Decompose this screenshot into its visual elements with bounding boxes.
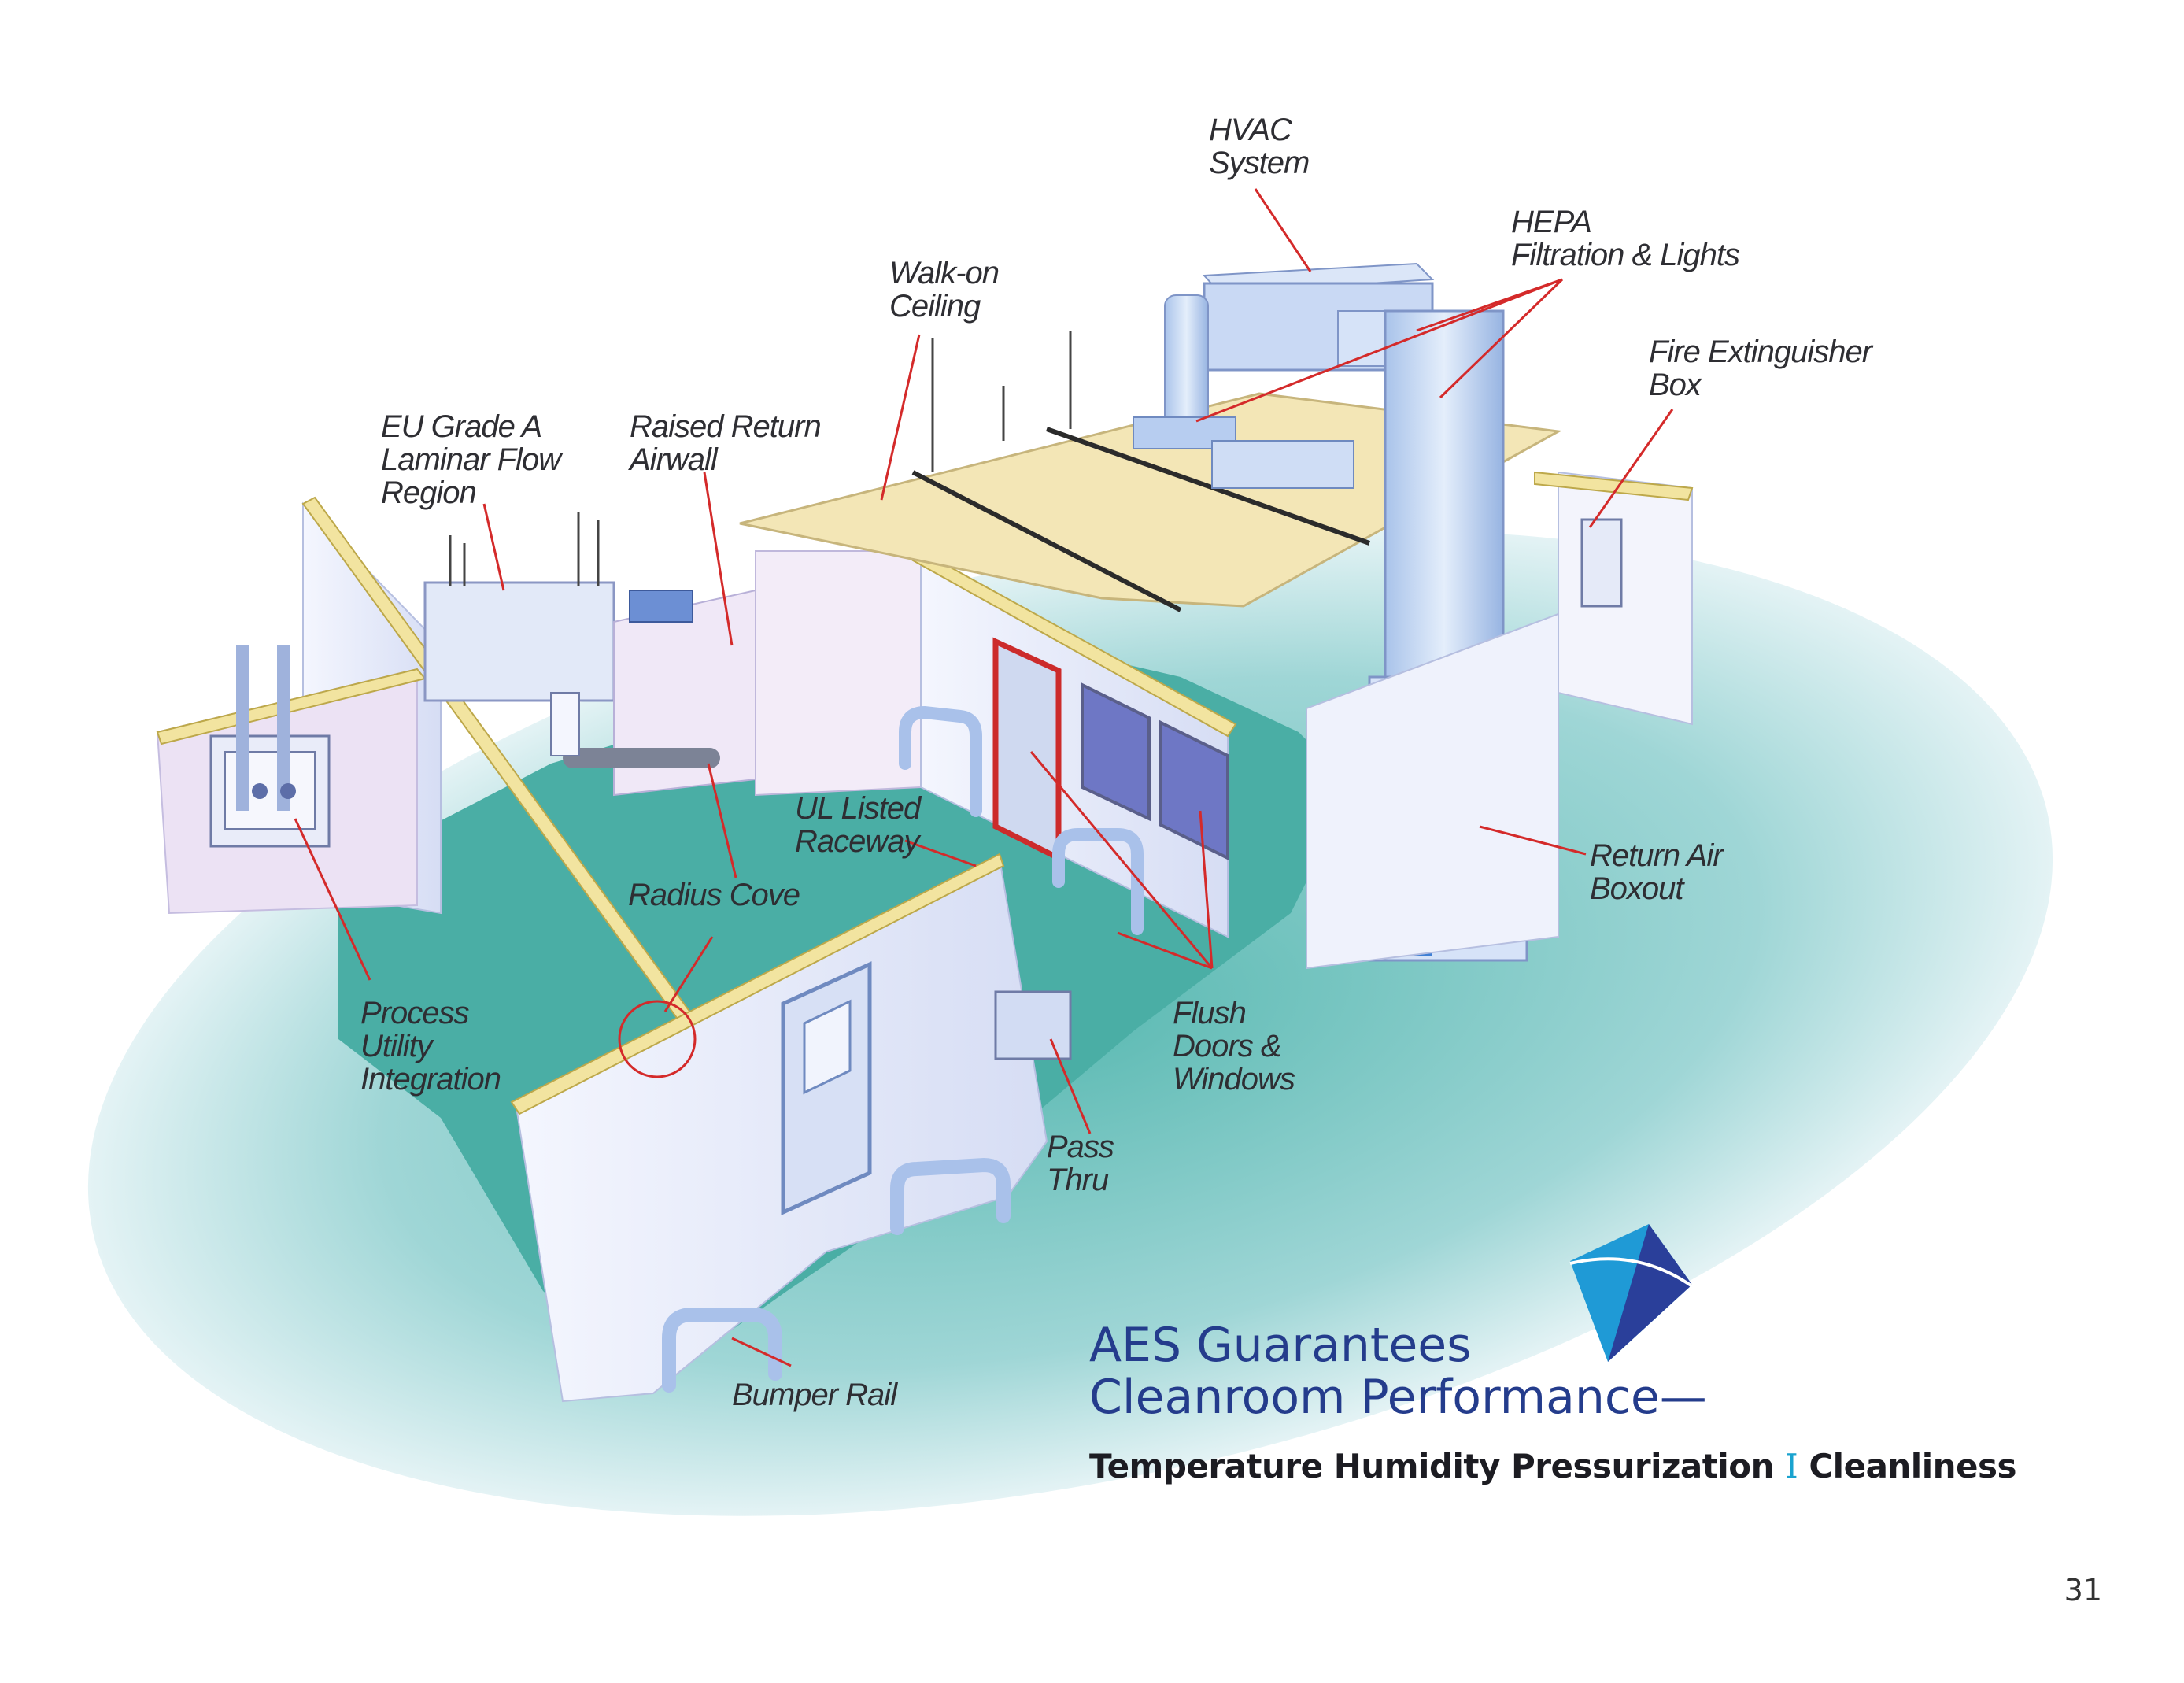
metric-separator: I [1785, 1447, 1798, 1485]
back-wall [755, 550, 922, 797]
flush-window-2 [1159, 719, 1229, 861]
front-door [781, 961, 872, 1215]
wall-top-cap-right [1534, 471, 1694, 501]
callout-line: Flush [1173, 996, 1246, 1030]
hepa-filter-box [1211, 440, 1354, 489]
flush-window-1 [1081, 682, 1151, 822]
metric-humidity: Humidity [1333, 1447, 1501, 1485]
callout-line: Windows [1173, 1062, 1295, 1097]
utility-valve-2 [280, 783, 296, 799]
right-room-wall [1558, 471, 1693, 726]
callout-line: Bumper Rail [732, 1378, 898, 1412]
ceiling-joint-1 [911, 470, 1182, 612]
callout-line: Ceiling [889, 289, 981, 324]
front-door-window [803, 999, 852, 1095]
callout-line: Fire Extinguisher [1649, 335, 1874, 369]
wall-switch-panel [550, 692, 580, 756]
bumper-rail-back [899, 705, 982, 817]
bumper-rail-right [1052, 828, 1144, 935]
callout-line: Filtration & Lights [1511, 238, 1740, 272]
callout-line: Raceway [795, 824, 922, 859]
leader-lines [294, 188, 1674, 1367]
callout-line: Boxout [1590, 871, 1685, 906]
page-number: 31 [2064, 1573, 2102, 1607]
callout-line: Doors & [1173, 1029, 1281, 1063]
radius-cove-marker [618, 1000, 697, 1078]
callout-line: Integration [360, 1062, 501, 1097]
callout-line: Thru [1047, 1163, 1109, 1197]
headline-line-1: AES Guarantees [1089, 1318, 1472, 1373]
bumper-rail-front [662, 1308, 782, 1393]
return-air-duct [1384, 309, 1505, 690]
callout-line: Laminar Flow [381, 442, 564, 477]
hvac-flex-duct [1164, 294, 1209, 430]
callout-line: Pass [1047, 1130, 1114, 1164]
bumper-rail-mid [890, 1157, 1011, 1235]
callout-line: HEPA [1511, 205, 1591, 239]
callout-line: Walk-on [889, 256, 999, 290]
callout-line: HVAC [1209, 113, 1293, 147]
callout-line: Utility [360, 1029, 435, 1063]
callout-line: Raised Return [630, 409, 821, 444]
callout-radius-cove: Radius Cove [628, 878, 800, 912]
utility-valve-1 [252, 783, 268, 799]
airwall-grille [629, 590, 693, 623]
metric-temperature: Temperature [1089, 1447, 1323, 1485]
headline: AES Guarantees Cleanroom Performance— [1089, 1319, 1707, 1423]
callout-line: Airwall [628, 442, 719, 477]
callout-line: Radius Cove [628, 878, 800, 912]
pass-thru-box [994, 990, 1072, 1060]
flush-door [992, 637, 1062, 863]
callout-line: EU Grade A [381, 409, 541, 444]
metric-cleanliness: Cleanliness [1809, 1447, 2016, 1485]
utility-pipe-1 [236, 645, 249, 811]
aes-diamond-logo [1569, 1224, 1694, 1362]
return-rail [563, 748, 720, 768]
callout-line: Return Air [1590, 838, 1724, 873]
ceiling-joint-2 [1045, 427, 1371, 546]
callout-line: Box [1649, 368, 1703, 402]
utility-pipe-2 [277, 645, 290, 811]
metric-pressurization: Pressurization [1511, 1447, 1775, 1485]
performance-metrics: Temperature Humidity Pressurization I Cl… [1089, 1447, 2016, 1485]
fire-extinguisher-box [1580, 518, 1623, 608]
right-room-side-wall [1306, 612, 1559, 970]
callout-line: System [1209, 146, 1309, 180]
callout-line: UL Listed [795, 791, 922, 826]
callout-line: Process [360, 996, 469, 1030]
callout-bumper-rail: Bumper Rail [732, 1378, 898, 1412]
headline-line-2: Cleanroom Performance— [1089, 1370, 1707, 1425]
callout-line: Region [381, 475, 476, 510]
wall-top-cap-front [510, 853, 1005, 1115]
laminar-flow-hood [423, 581, 615, 702]
